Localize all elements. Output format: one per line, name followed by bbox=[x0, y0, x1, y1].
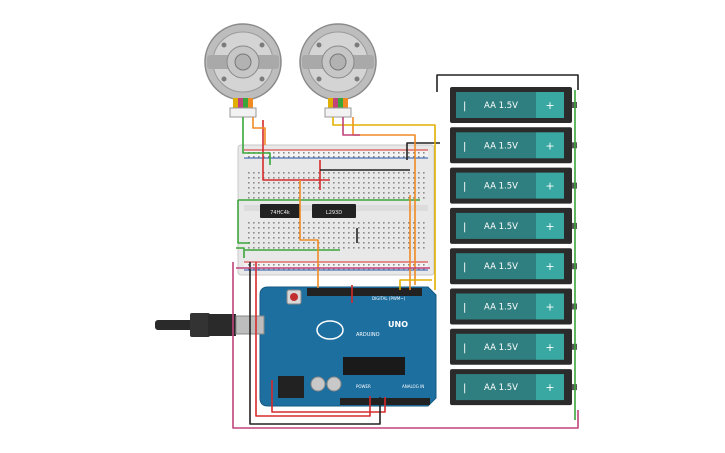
wire-red-1 bbox=[262, 120, 330, 181]
battery-7[interactable]: | AA 1.5V + bbox=[450, 328, 577, 365]
wire-black-1 bbox=[436, 74, 579, 92]
battery-stack: | AA 1.5V + | AA 1.5V + | AA 1.5V + | AA 1.5V + | AA … bbox=[450, 87, 577, 406]
battery-3[interactable]: | AA 1.5V + bbox=[450, 167, 577, 204]
wire-yellow-2 bbox=[399, 279, 432, 290]
battery-minus-label: | bbox=[463, 343, 466, 354]
battery-label: AA 1.5V bbox=[484, 101, 518, 111]
battery-plus-label: + bbox=[545, 301, 554, 314]
wire-orange-1 bbox=[252, 117, 266, 145]
wire-magenta-1 bbox=[232, 262, 579, 429]
battery-6[interactable]: | AA 1.5V + bbox=[450, 288, 577, 325]
arduino-brand: ARDUINO bbox=[356, 332, 380, 338]
stepper-motor-right[interactable] bbox=[299, 23, 377, 118]
wire-red-4 bbox=[255, 262, 371, 417]
wire-black-3 bbox=[406, 142, 440, 160]
battery-minus-label: | bbox=[463, 141, 466, 152]
ic-l293d[interactable]: L293D bbox=[312, 204, 356, 218]
wire-red-5 bbox=[271, 380, 386, 413]
battery-plus-label: + bbox=[545, 139, 554, 152]
wire-black-4 bbox=[249, 262, 381, 425]
battery-minus-label: | bbox=[463, 101, 466, 112]
battery-label: AA 1.5V bbox=[484, 343, 518, 353]
battery-2[interactable]: | AA 1.5V + bbox=[450, 127, 577, 164]
wire-orange-3 bbox=[299, 180, 319, 288]
battery-plus-label: + bbox=[545, 99, 554, 112]
ic-74hc4k-label: 74HC4k bbox=[270, 210, 290, 216]
wire-green-5 bbox=[236, 247, 245, 258]
wire-orange-2 bbox=[352, 117, 416, 285]
battery-8[interactable]: | AA 1.5V + bbox=[450, 369, 577, 406]
battery-label: AA 1.5V bbox=[484, 383, 518, 393]
battery-5[interactable]: | AA 1.5V + bbox=[450, 248, 577, 285]
stepper-motor-left[interactable] bbox=[204, 23, 282, 118]
battery-1[interactable]: | AA 1.5V + bbox=[450, 87, 577, 123]
arduino-uno[interactable]: ARDUINO UNO DIGITAL (PWM~) POWER ANALOG … bbox=[259, 286, 437, 407]
wire-yellow-1 bbox=[332, 117, 436, 290]
battery-minus-label: | bbox=[463, 182, 466, 193]
arduino-power-label: POWER bbox=[356, 384, 371, 389]
ic-l293d-label: L293D bbox=[326, 210, 342, 216]
arduino-digital-label: DIGITAL (PWM~) bbox=[372, 296, 406, 301]
battery-label: AA 1.5V bbox=[484, 222, 518, 232]
usb-cable[interactable] bbox=[155, 313, 265, 337]
ic-74hc4k[interactable]: 74HC4k bbox=[260, 204, 300, 218]
battery-plus-label: + bbox=[545, 381, 554, 394]
battery-plus-label: + bbox=[545, 180, 554, 193]
arduino-model: UNO bbox=[388, 320, 408, 329]
wire-magenta-2 bbox=[342, 117, 360, 136]
arduino-analog-label: ANALOG IN bbox=[402, 384, 424, 389]
battery-plus-label: + bbox=[545, 220, 554, 233]
battery-minus-label: | bbox=[463, 262, 466, 273]
battery-minus-label: | bbox=[463, 303, 466, 314]
battery-label: AA 1.5V bbox=[484, 262, 518, 272]
battery-plus-label: + bbox=[545, 341, 554, 354]
battery-4[interactable]: | AA 1.5V + bbox=[450, 207, 577, 244]
wire-green-2 bbox=[237, 200, 250, 244]
battery-label: AA 1.5V bbox=[484, 182, 518, 192]
wires bbox=[232, 74, 579, 429]
battery-minus-label: | bbox=[463, 222, 466, 233]
battery-plus-label: + bbox=[545, 260, 554, 273]
battery-minus-label: | bbox=[463, 383, 466, 394]
wire-green-1 bbox=[242, 117, 271, 165]
battery-label: AA 1.5V bbox=[484, 141, 518, 151]
battery-label: AA 1.5V bbox=[484, 303, 518, 313]
